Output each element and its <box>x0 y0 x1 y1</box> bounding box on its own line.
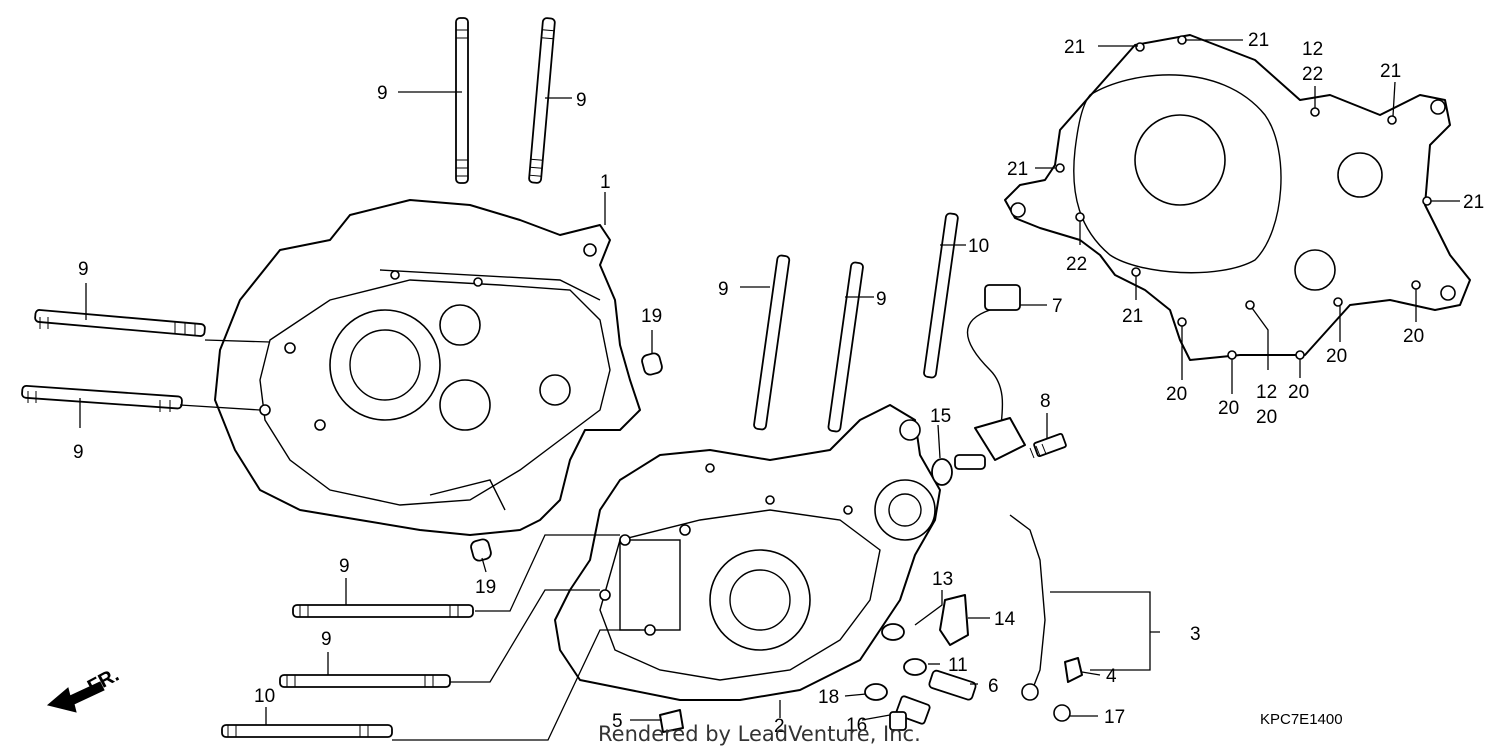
callout-20: 20 <box>1166 384 1187 405</box>
callout-9: 9 <box>321 629 332 650</box>
callout-14: 14 <box>994 609 1016 630</box>
callout-2: 2 <box>774 716 785 737</box>
callout-9: 9 <box>576 90 587 111</box>
callout-9: 9 <box>377 83 388 104</box>
callout-6: 6 <box>988 676 999 697</box>
callout-16: 16 <box>846 715 867 736</box>
callout-15: 15 <box>930 406 951 427</box>
bolt-8 <box>1029 432 1067 459</box>
callout-18: 18 <box>818 687 839 708</box>
callout-10: 10 <box>968 236 989 257</box>
callout-22: 22 <box>1066 254 1087 275</box>
callout-21: 21 <box>1248 30 1269 51</box>
crankcase-gasket <box>1004 34 1471 361</box>
callout-20: 20 <box>1288 382 1309 403</box>
leader-lines <box>79 39 1460 741</box>
callout-20: 20 <box>1326 346 1347 367</box>
callout-7: 7 <box>1052 296 1063 317</box>
callout-21: 21 <box>1064 37 1085 58</box>
callout-22: 22 <box>1302 64 1323 85</box>
front-direction-arrow-icon <box>46 681 105 713</box>
callout-12: 12 <box>1256 382 1277 403</box>
callout-19: 19 <box>475 577 496 598</box>
bolt-16 <box>889 695 931 731</box>
callout-19: 19 <box>641 306 662 327</box>
clamp-14 <box>939 594 969 646</box>
callout-21: 21 <box>1463 192 1484 213</box>
callout-4: 4 <box>1106 666 1117 687</box>
callout-21: 21 <box>1007 159 1028 180</box>
callout-5: 5 <box>612 711 623 732</box>
callout-9: 9 <box>78 259 89 280</box>
callout-9: 9 <box>876 289 887 310</box>
callout-13: 13 <box>932 569 953 590</box>
callout-11: 11 <box>948 655 968 676</box>
callout-1: 1 <box>600 172 611 193</box>
small-plate-5 <box>659 709 684 733</box>
crankcase-right-half <box>554 404 941 701</box>
callout-labels: 9 9 1 9 9 9 9 10 19 19 9 9 10 7 8 15 3 4… <box>73 30 1484 737</box>
callout-20: 20 <box>1256 407 1277 428</box>
dowel-pins <box>470 352 663 562</box>
callout-3: 3 <box>1190 624 1201 645</box>
switch-6 <box>928 669 977 701</box>
callout-10: 10 <box>254 686 275 707</box>
wire-3 <box>1009 514 1083 722</box>
callout-21: 21 <box>1380 61 1401 82</box>
o-rings <box>864 458 953 701</box>
crankcase-left-half <box>214 199 641 536</box>
callout-17: 17 <box>1104 707 1125 728</box>
crankcase-studs <box>21 17 959 738</box>
callout-12: 12 <box>1302 39 1323 60</box>
callout-9: 9 <box>718 279 729 300</box>
callout-9: 9 <box>73 442 84 463</box>
diagram-code: KPC7E1400 <box>1260 711 1343 728</box>
callout-20: 20 <box>1218 398 1239 419</box>
callout-8: 8 <box>1040 391 1051 412</box>
callout-21: 21 <box>1122 306 1143 327</box>
render-credit: Rendered by LeadVenture, Inc. <box>598 722 921 746</box>
callout-20: 20 <box>1403 326 1424 347</box>
callout-9: 9 <box>339 556 350 577</box>
sensor-with-wire <box>954 284 1026 470</box>
